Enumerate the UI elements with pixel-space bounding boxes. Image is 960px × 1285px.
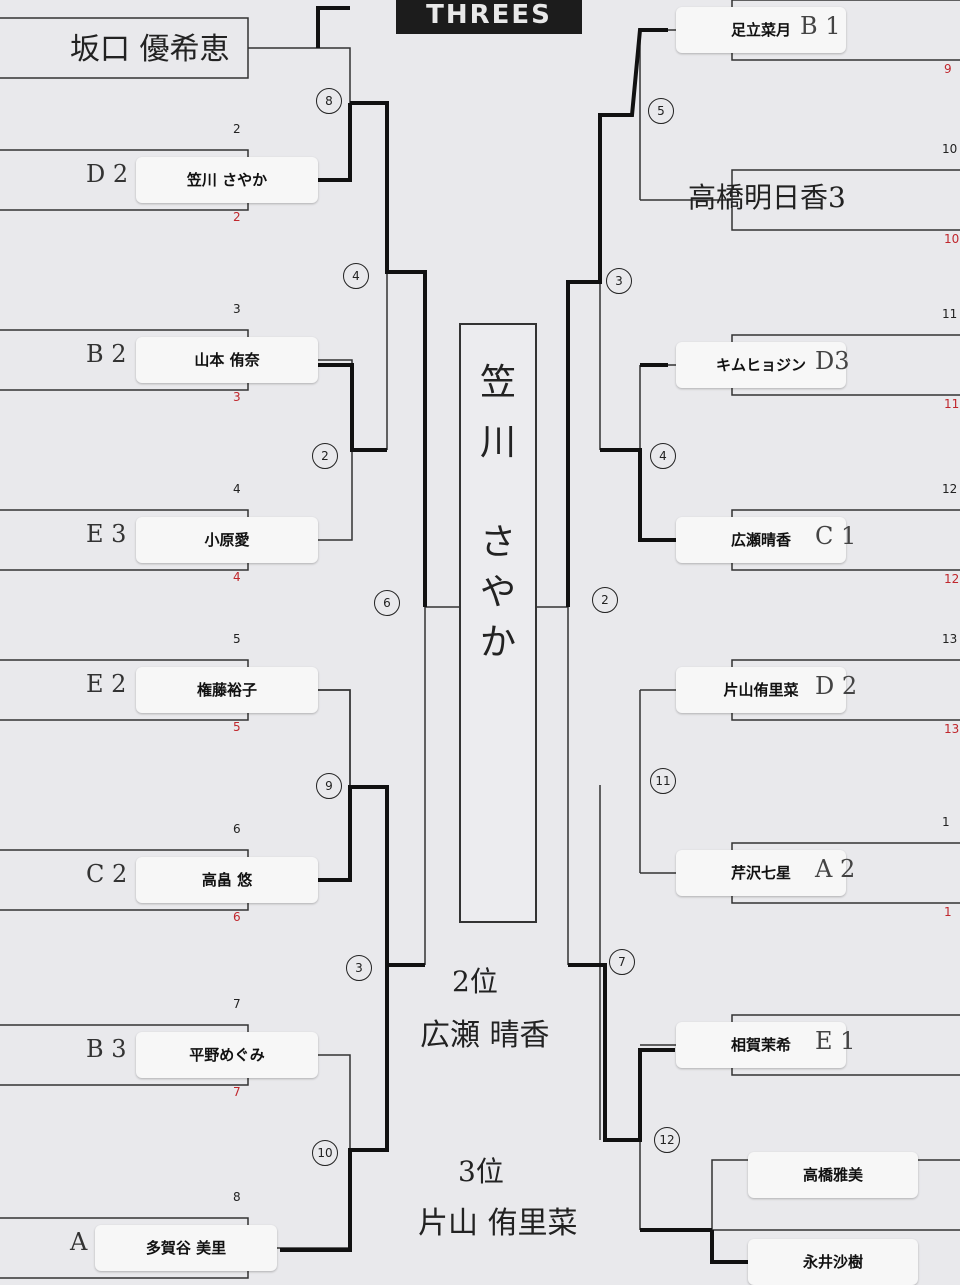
winner-path (316, 6, 350, 48)
winner-path (318, 785, 425, 967)
group-note: E 2 (86, 670, 127, 698)
seed-number: 6 (233, 822, 241, 836)
winner-path (710, 1230, 760, 1264)
group-note: E 1 (815, 1027, 856, 1055)
player-label: 多賀谷 美里 (95, 1225, 277, 1271)
player-label: 山本 侑奈 (136, 337, 318, 383)
group-note: E 3 (86, 520, 127, 548)
player-label: 芹沢七星 (676, 850, 846, 896)
seed-number: 12 (942, 482, 958, 496)
match-number-circle: 6 (374, 590, 400, 616)
seed-number-red: 6 (233, 910, 241, 924)
winner-path (350, 101, 427, 607)
match-number-circle: 3 (346, 955, 372, 981)
seed-number-red: 11 (944, 397, 960, 411)
second-place-name: 広瀬 晴香 (420, 1018, 550, 1053)
champion-char: さ (479, 522, 516, 563)
match-number-circle: 7 (609, 949, 635, 975)
match-number-circle: 11 (650, 768, 676, 794)
winner-path (568, 963, 675, 1142)
seed-number: 4 (233, 482, 241, 496)
seed-number: 11 (942, 307, 958, 321)
logo: THREES (396, 0, 582, 34)
seed-number-red: 5 (233, 720, 241, 734)
match-number-circle: 3 (606, 268, 632, 294)
group-note: C 2 (86, 860, 128, 888)
player-label: 権藤裕子 (136, 667, 318, 713)
match-number-circle: 10 (312, 1140, 338, 1166)
winner-path (280, 965, 389, 1252)
champion-char: 笠 (479, 362, 516, 403)
match-number-circle: 4 (650, 443, 676, 469)
bracket-line (240, 17, 249, 79)
player-label: キムヒョジン (676, 342, 846, 388)
seed-number-red: 9 (944, 62, 952, 76)
bracket-line (318, 47, 351, 181)
match-number-circle: 2 (592, 587, 618, 613)
group-note: D 2 (815, 672, 858, 700)
champion-box: 笠 川 さ や か (459, 323, 537, 923)
seed-number-red: 2 (233, 210, 241, 224)
player-label: 永井沙樹 (748, 1239, 918, 1285)
champion-char: 川 (479, 422, 516, 463)
match-number-circle: 12 (654, 1127, 680, 1153)
player-label: 平野めぐみ (136, 1032, 318, 1078)
player-label: 相賀茉希 (676, 1022, 846, 1068)
seed-number: 5 (233, 632, 241, 646)
seed-number: 1 (942, 815, 950, 829)
winner-path (318, 363, 387, 452)
match-number-circle: 9 (316, 773, 342, 799)
player-name: 坂口 優希恵 (70, 32, 230, 67)
player-label: 小原愛 (136, 517, 318, 563)
player-label: 広瀬晴香 (676, 517, 846, 563)
match-number-circle: 8 (316, 88, 342, 114)
seed-number: 10 (942, 142, 958, 156)
seed-number: 8 (233, 1190, 241, 1204)
seed-number-red: 13 (944, 722, 960, 736)
player-label: 片山侑里菜 (676, 667, 846, 713)
bracket-line (711, 1159, 740, 1231)
winner-path (318, 103, 352, 182)
match-number-circle: 5 (648, 98, 674, 124)
group-note: A (70, 1228, 88, 1256)
match-number-circle: 2 (312, 443, 338, 469)
champion-char: や (479, 572, 516, 613)
winner-path (566, 28, 668, 607)
third-place-label: 3位 (458, 1155, 504, 1188)
player-label: 笠川 さやか (136, 157, 318, 203)
group-note: B 3 (86, 1035, 127, 1063)
match-number-circle: 4 (343, 263, 369, 289)
seed-number: 7 (233, 997, 241, 1011)
group-note: D 2 (86, 160, 129, 188)
seed-number-red: 7 (233, 1085, 241, 1099)
group-note: D3 (815, 347, 850, 375)
champion-char: か (479, 622, 516, 663)
player-name: 高橋明日香3 (688, 181, 846, 214)
third-place-name: 片山 侑里菜 (418, 1206, 578, 1241)
player-label: 足立菜月 (676, 7, 846, 53)
bracket-line (318, 689, 351, 787)
seed-number-red: 4 (233, 570, 241, 584)
seed-number-red: 10 (944, 232, 960, 246)
group-note: C 1 (815, 522, 857, 550)
seed-number-red: 12 (944, 572, 960, 586)
group-note: B 1 (800, 12, 841, 40)
seed-number: 3 (233, 302, 241, 316)
winner-path (600, 448, 700, 542)
seed-number-red: 1 (944, 905, 952, 919)
player-label: 高畠 悠 (136, 857, 318, 903)
group-note: A 2 (815, 855, 856, 883)
seed-number: 2 (233, 122, 241, 136)
player-label: 高橋雅美 (748, 1152, 918, 1198)
seed-number-red: 3 (233, 390, 241, 404)
second-place-label: 2位 (452, 965, 498, 998)
group-note: B 2 (86, 340, 127, 368)
seed-number: 13 (942, 632, 958, 646)
